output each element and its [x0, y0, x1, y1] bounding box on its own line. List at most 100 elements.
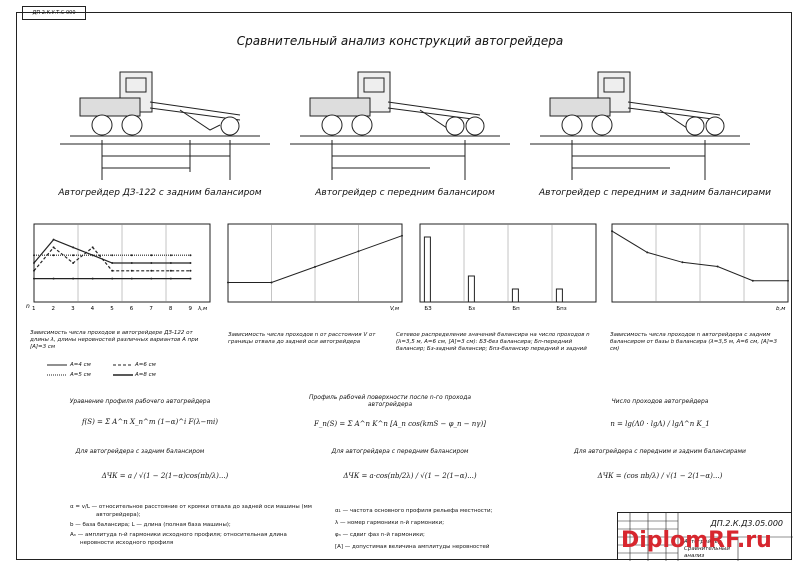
chart-3-bar-Бз — [467, 275, 475, 303]
chart-1-series-4-point-5 — [111, 277, 114, 280]
chart-1-series-4-point-3 — [72, 277, 75, 280]
chart-3-tick-БЗ: БЗ — [424, 306, 432, 312]
machine-3 — [530, 71, 750, 180]
chart-1-series-1-point-9 — [189, 262, 192, 264]
chart-1-series-2-point-1 — [33, 269, 35, 272]
chart-3-bar-Бп — [511, 288, 519, 303]
chart-1-series-1-point-8 — [169, 262, 172, 264]
chart-1-series-2-point-7 — [150, 269, 153, 272]
chart-1-tick-8: 8 — [169, 306, 173, 312]
chart-1-series-4-point-8 — [169, 277, 172, 280]
chart-1-series-3-point-2 — [52, 254, 55, 257]
chart-1-xlabel: λ,м — [197, 306, 207, 312]
chart-1-tick-1: 1 — [32, 306, 36, 312]
notes-left-2: b — база балансира; L — длина (полная ба… — [70, 522, 231, 528]
title-block-row-1: Сравнительный — [684, 546, 730, 552]
graph-2-caption: Зависимость числа проходов n от расстоян… — [228, 332, 376, 345]
chart-2-series-1-point-5 — [401, 234, 403, 237]
chart-1-series-1-point-7 — [150, 262, 153, 264]
chart-1-tick-4: 4 — [91, 306, 95, 312]
chart-1-ylabel: n — [26, 303, 30, 310]
chart-4-series-1-point-3 — [681, 261, 684, 264]
formula-6-title: Для автогрейдера с передним и задним бал… — [574, 448, 746, 455]
formula-2-title: Профиль рабочей поверхности после n-го п… — [308, 394, 472, 408]
chart-1-series-4-point-6 — [130, 277, 133, 280]
chart-3-bar-БЗ — [423, 236, 431, 303]
notes-left-4: неровности исходного профиля — [80, 540, 174, 546]
formula-3: n = lg(Λ0 · lgΛ) / lgΛ^n K_1 — [610, 420, 710, 428]
chart-1-series-4-point-7 — [150, 277, 153, 280]
chart-1-series-3-point-8 — [169, 254, 172, 257]
drawing-frame — [16, 12, 792, 560]
chart-1-series-1-point-5 — [111, 262, 114, 264]
notes-right-1: λ — номер гармоники n-й гармоники; — [335, 520, 445, 526]
chart-1-series-2-point-2 — [52, 246, 55, 249]
chart-4-series-1-point-4 — [716, 265, 719, 268]
chart-1-series-2-point-9 — [189, 269, 192, 272]
graph-4-caption: Зависимость числа проходов n автогрейдер… — [610, 332, 777, 352]
chart-4-xlabel: b,м — [776, 306, 785, 312]
chart-1-series-1-point-6 — [130, 262, 133, 264]
notes-left-1: автогрейдера); — [96, 512, 141, 518]
graph-1-legend-a8: A=8 см — [135, 372, 156, 378]
page-title: Сравнительный анализ конструкций автогре… — [236, 34, 564, 48]
graph-3-caption: Сетевое распределение значений балансира… — [396, 332, 590, 352]
watermark-logo: DiplomRF.ru — [621, 528, 772, 553]
title-block-row-0: Автогрейдер — [684, 539, 722, 545]
machine-2 — [290, 71, 510, 180]
notes-left-3: Aₙ — амплитуда n-й гармоники исходного п… — [70, 532, 287, 538]
chart-1-series-4-point-9 — [189, 277, 192, 280]
chart-1-series-3-point-9 — [189, 254, 192, 257]
chart-2-xlabel: V,м — [390, 306, 399, 312]
chart-1-series-3-point-3 — [72, 254, 75, 257]
formula-6: ΔЧК = (cos πb/λ) / √(1 − 2(1−α)...) — [597, 472, 723, 480]
graph-1-legend-a5: A=5 см — [70, 372, 91, 378]
chart-1-series-3-point-7 — [150, 254, 153, 257]
title-block: ДП.2.К.Д3.05.000 Автогрейдер Сравнительн… — [617, 512, 793, 561]
chart-4-series-1-point-1 — [611, 230, 613, 233]
formula-1: f(S) = Σ A^n X_n^m (1−α)^i F(λ−mi) — [81, 418, 219, 426]
corner-stamp: ДП 2.К.У.Т.С 000 — [22, 6, 86, 20]
notes-right-0: α₁ — частота основного профиля рельефа м… — [335, 508, 493, 514]
formula-4-title: Для автогрейдера с задним балансиром — [75, 448, 205, 455]
chart-2-series-1-point-4 — [357, 250, 360, 253]
chart-3-tick-Бз: Бз — [468, 306, 475, 312]
chart-1-series-2-point-4 — [91, 246, 94, 249]
chart-1-series-2-point-8 — [169, 269, 172, 272]
chart-1-series-1-point-1 — [33, 262, 35, 264]
chart-3-bar-Бпз — [555, 288, 563, 303]
chart-1-series-4-point-4 — [91, 277, 94, 280]
chart-3-tick-Бпз: Бпз — [556, 306, 566, 312]
title-block-row-2: анализ — [684, 553, 705, 559]
formula-3-title: Число проходов автогрейдера — [611, 398, 709, 405]
machine-1 — [60, 71, 270, 180]
chart-1-series-3-point-1 — [33, 254, 35, 257]
chart-1-tick-6: 6 — [130, 306, 134, 312]
chart-2-series-1-point-2 — [270, 281, 273, 284]
chart-1-series-2-point-5 — [111, 269, 114, 272]
chart-1-series-3-point-6 — [130, 254, 133, 257]
chart-1-series-1-point-3 — [72, 246, 75, 249]
machine-1-caption: Автогрейдер ДЗ-122 с задним балансиром — [58, 188, 262, 198]
formula-5: ΔЧК = a·cos(πb/2λ) / √(1 − 2(1−α)...) — [343, 472, 477, 480]
chart-1-series-2-point-6 — [130, 269, 133, 272]
formula-4: ΔЧК = a / √(1 − 2(1−α)cos(πb/λ)...) — [101, 472, 229, 480]
formula-5-title: Для автогрейдера с передним балансиром — [331, 448, 469, 455]
chart-4-series-1-point-5 — [751, 279, 754, 282]
chart-1-series-4-point-1 — [33, 277, 35, 280]
chart-1-series-3-point-5 — [111, 254, 114, 257]
machine-3-caption: Автогрейдер с передним и задним балансир… — [539, 188, 771, 198]
chart-1-series-1-point-2 — [52, 238, 55, 241]
chart-4-series-1 — [611, 230, 788, 282]
chart-3-tick-Бп: Бп — [512, 306, 520, 312]
chart-1-series-1 — [33, 238, 191, 264]
machine-2-caption: Автогрейдер с передним балансиром — [315, 188, 495, 198]
title-block-code: ДП.2.К.Д3.05.000 — [710, 519, 783, 528]
formula-1-title: Уравнение профиля рабочего автогрейдера — [69, 398, 211, 405]
chart-2-series-1-point-1 — [227, 281, 229, 284]
notes-right-3: [A] — допустимая величина амплитуды неро… — [335, 544, 490, 550]
graph-1-caption: Зависимость числа проходов в автогрейдер… — [30, 330, 199, 350]
notes-right-2: φₙ — сдвиг фаз n-й гармоники; — [335, 532, 425, 538]
chart-4-series-1-point-2 — [646, 251, 649, 254]
